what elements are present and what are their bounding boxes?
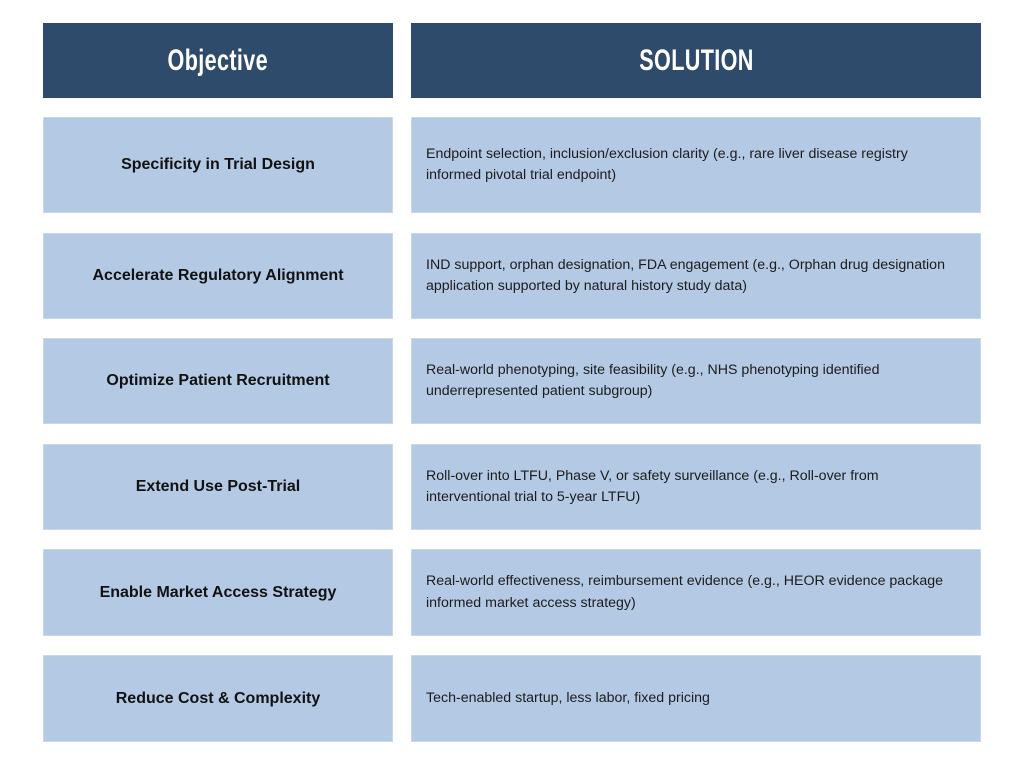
objective-cell: Extend Use Post-Trial bbox=[43, 444, 393, 530]
solution-header: SOLUTION bbox=[411, 23, 981, 98]
solution-cell: IND support, orphan designation, FDA eng… bbox=[411, 233, 981, 319]
objective-cell: Specificity in Trial Design bbox=[43, 117, 393, 213]
objective-cell: Accelerate Regulatory Alignment bbox=[43, 233, 393, 319]
objective-header-label: Objective bbox=[167, 43, 269, 77]
solution-cell: Tech-enabled startup, less labor, fixed … bbox=[411, 655, 981, 742]
solution-cell: Real-world effectiveness, reimbursement … bbox=[411, 549, 981, 636]
solution-cell: Endpoint selection, inclusion/exclusion … bbox=[411, 117, 981, 213]
objective-header: Objective bbox=[43, 23, 393, 98]
objective-cell: Optimize Patient Recruitment bbox=[43, 338, 393, 424]
solution-cell: Real-world phenotyping, site feasibility… bbox=[411, 338, 981, 424]
solution-header-label: SOLUTION bbox=[638, 43, 754, 77]
objective-cell: Enable Market Access Strategy bbox=[43, 549, 393, 636]
objective-cell: Reduce Cost & Complexity bbox=[43, 655, 393, 742]
solution-cell: Roll-over into LTFU, Phase V, or safety … bbox=[411, 444, 981, 530]
